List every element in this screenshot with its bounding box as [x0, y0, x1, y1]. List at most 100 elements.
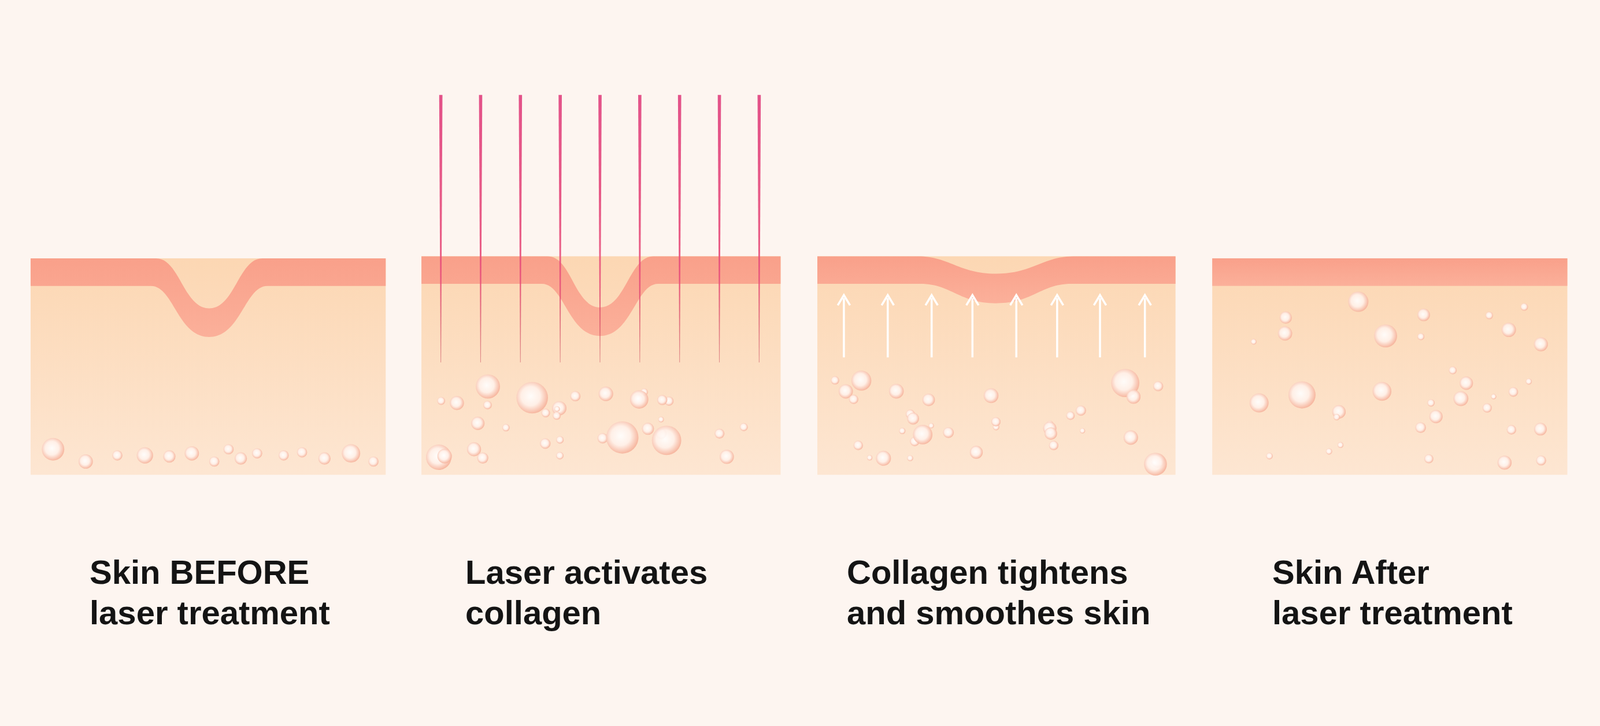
laser-beam [678, 94, 682, 363]
collagen-bubble [1491, 394, 1497, 400]
collagen-bubble [1497, 455, 1512, 470]
collagen-bubble [1250, 338, 1257, 345]
collagen-bubble [1485, 311, 1494, 320]
collagen-bubble [1520, 302, 1528, 311]
collagen-bubble [641, 422, 654, 435]
collagen-bubble [475, 374, 500, 399]
collagen-bubble [318, 452, 331, 465]
collagen-bubble [569, 391, 581, 402]
collagen-bubble [234, 452, 247, 465]
lift-arrow [1050, 295, 1064, 358]
collagen-bubble [78, 454, 94, 469]
collagen-bubble [556, 435, 564, 444]
laser-beam [598, 94, 602, 363]
collagen-bubble [875, 450, 891, 466]
collagen-bubble [657, 394, 668, 405]
laser-beams [439, 94, 761, 363]
collagen-bubble [1123, 430, 1139, 445]
collagen-bubble [849, 394, 859, 405]
arrow-head [881, 295, 894, 306]
collagen-bubble [1417, 308, 1431, 322]
collagen-bubble [889, 383, 905, 399]
lift-arrow [881, 295, 894, 358]
collagen-bubble [1372, 382, 1392, 402]
collagen-bubble [1429, 409, 1443, 424]
collagen-bubble [1278, 326, 1293, 342]
collagen-bubble [1482, 403, 1492, 413]
collagen-bubble [1079, 428, 1085, 434]
collagen-bubble [1288, 381, 1316, 409]
lift-arrow [966, 295, 979, 358]
laser-beam [717, 94, 722, 363]
collagen-bubble [1373, 324, 1398, 348]
collagen-bubble [719, 449, 735, 465]
arrow-shaft [1015, 298, 1018, 358]
collagen-bubble [223, 443, 235, 455]
lift-arrows [837, 295, 1151, 358]
collagen-bubble [1249, 393, 1269, 413]
collagen-bubble [1044, 427, 1058, 440]
collagen-bubble [1066, 411, 1076, 421]
collagen-bubble [1265, 452, 1273, 460]
collagen-bubble [598, 386, 614, 402]
epidermis-smoothing [817, 256, 1176, 303]
collagen-bubble [209, 456, 220, 468]
arrow-head [925, 295, 938, 306]
step-caption: Skin After laser treatment [1272, 552, 1516, 633]
collagen-bubble [136, 447, 154, 464]
collagen-bubble [1075, 405, 1087, 416]
arrow-shaft [971, 298, 974, 358]
collagen-bubble [969, 445, 983, 459]
dermis-layer [1212, 258, 1568, 476]
collagen-bubble [658, 416, 665, 423]
collagen-bubble [552, 411, 561, 420]
arrow-head [837, 295, 850, 306]
step-caption: Laser activates collagen [465, 552, 734, 633]
epidermis-wrinkle [421, 256, 781, 336]
collagen-bubble [341, 443, 361, 463]
collagen-bubble [652, 425, 682, 455]
collagen-bubble [922, 393, 936, 407]
arrow-shaft [1098, 298, 1102, 358]
dermis-layer [421, 256, 781, 475]
arrow-head [1093, 295, 1106, 306]
laser-beam [638, 94, 642, 363]
collagen-bubble [1534, 423, 1547, 436]
collagen-bubble [1337, 442, 1344, 448]
collagen-bubble [1525, 378, 1532, 385]
collagen-bubble [368, 456, 379, 468]
collagen-bubble [426, 444, 452, 470]
collagen-bubble [252, 448, 263, 459]
collagen-bubble [1333, 413, 1340, 421]
collagen-bubble [942, 427, 954, 439]
collagen-bubble [554, 406, 561, 413]
collagen-bubble [1427, 399, 1435, 407]
collagen-bubble [1143, 452, 1167, 476]
collagen-bubble [1506, 424, 1517, 435]
step-caption: Collagen tightens and smoothes skin [846, 552, 1166, 633]
collagen-bubble [1326, 448, 1333, 455]
arrow-shaft [842, 298, 846, 358]
arrow-shaft [886, 298, 890, 358]
arrow-head [1050, 295, 1064, 306]
arrow-head [966, 295, 979, 306]
collagen-bubble [449, 395, 464, 410]
collagen-bubble [436, 397, 446, 406]
arrow-shaft [930, 298, 933, 358]
step-caption: Skin BEFORE laser treatment [89, 552, 358, 633]
lift-arrow [837, 295, 850, 358]
collagen-bubble [1535, 455, 1546, 466]
collagen-bubble [1279, 311, 1292, 324]
collagen-bubble [851, 370, 872, 391]
collagen-bubble [1508, 387, 1519, 398]
laser-beam [479, 94, 483, 363]
lift-arrow [925, 295, 938, 358]
collagen-bubble [516, 382, 548, 414]
epidermis-smooth [1212, 258, 1568, 287]
dermis-layer [30, 258, 386, 476]
collagen-bubble [163, 450, 176, 463]
collagen-bubble [983, 388, 999, 404]
collagen-bubble [1459, 376, 1473, 390]
laser-beam [518, 94, 522, 363]
collagen-bubble [556, 452, 564, 460]
